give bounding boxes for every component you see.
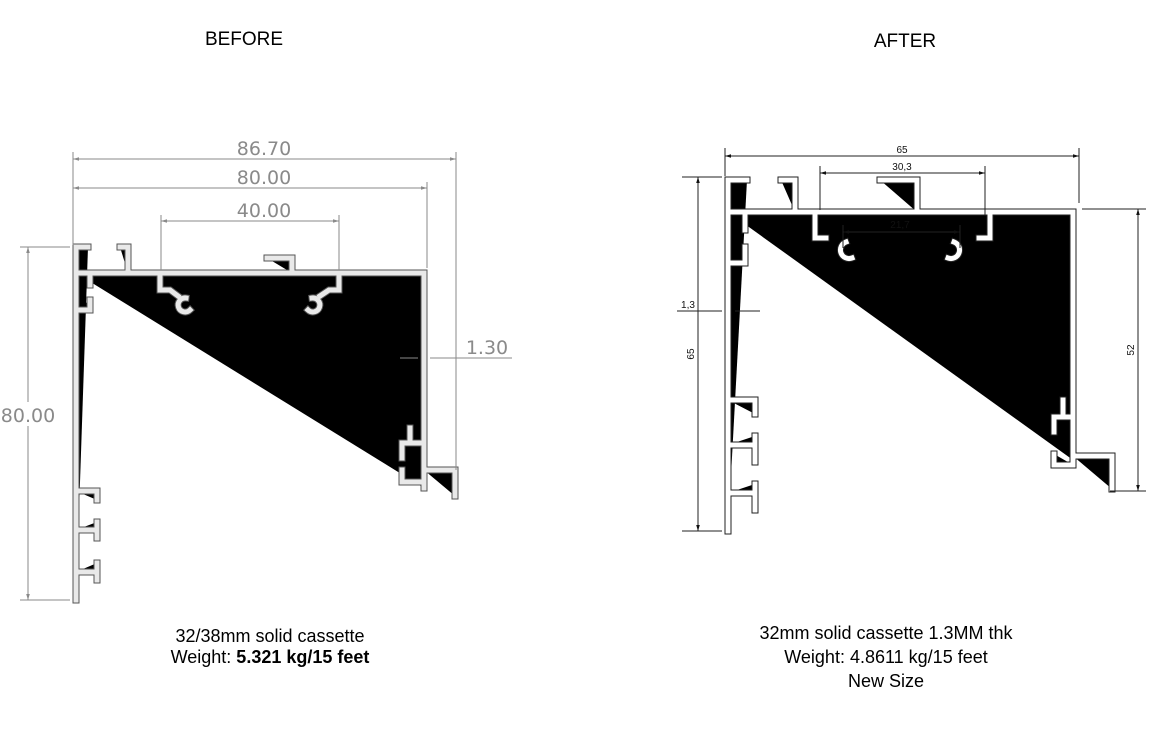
after-caption-line1: 32mm solid cassette 1.3MM thk	[759, 623, 1013, 643]
after-caption: 32mm solid cassette 1.3MM thk Weight: 4.…	[759, 621, 1012, 693]
before-weight-label: Weight:	[170, 647, 237, 667]
before-dimensions: 86.70 80.00 40.00 1.30 80.00	[1, 138, 512, 601]
dim-clip-spacing: 21,7	[890, 220, 910, 231]
dim-overall-width: 65	[896, 145, 908, 156]
after-new-size: New Size	[847, 671, 925, 691]
dim-clip-spacing: 40.00	[237, 200, 291, 222]
dim-overall-width: 86.70	[237, 138, 291, 160]
dim-height: 65	[686, 348, 697, 360]
after-heading: AFTER	[873, 31, 937, 52]
after-weight: Weight: 4.8611 kg/15 feet	[784, 647, 988, 667]
after-dimensions: 65 30,3 21,7 1,3 65 52	[677, 145, 1146, 532]
before-heading: BEFORE	[204, 29, 284, 50]
dim-top-span: 30,3	[892, 162, 912, 173]
before-weight: Weight: 5.321 kg/15 feet	[171, 647, 370, 668]
after-profile	[728, 180, 1112, 531]
dim-wall-thickness: 1,3	[681, 300, 695, 311]
before-profile	[76, 247, 455, 600]
before-caption-line1: 32/38mm solid cassette	[175, 626, 365, 646]
dim-inner-width: 80.00	[237, 167, 291, 189]
dim-wall-thickness: 1.30	[466, 337, 508, 359]
dim-height: 80.00	[1, 405, 55, 427]
dim-right-height: 52	[1126, 344, 1137, 356]
before-weight-value: 5.321 kg/15 feet	[236, 647, 370, 667]
before-caption: 32/38mm solid cassette Weight: 5.321 kg/…	[171, 626, 370, 668]
